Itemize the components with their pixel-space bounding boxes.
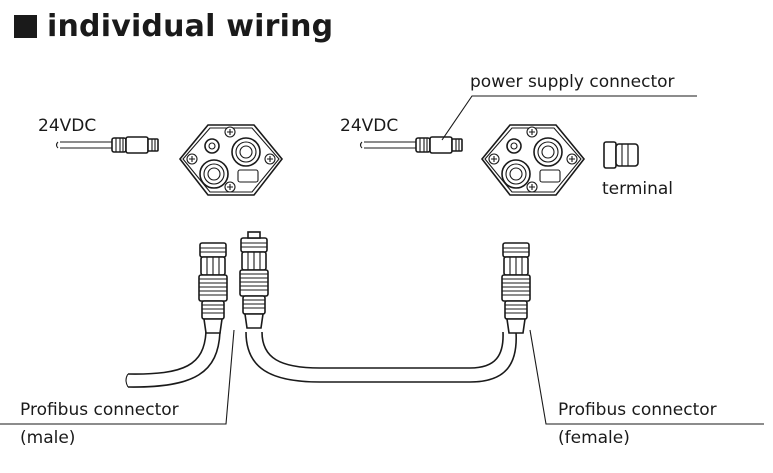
profibus-right-label: Profibus connector (558, 400, 717, 420)
page-title: individual wiring (14, 6, 333, 46)
power-supply-leader (441, 95, 697, 141)
title-square-icon (14, 14, 37, 38)
profibus-left-connector-icon (198, 242, 228, 334)
left-hexagon-module-icon (179, 124, 283, 196)
profibus-male-connector-icon (239, 231, 269, 329)
right-hexagon-module-icon (481, 124, 585, 196)
profibus-right-sublabel: (female) (558, 428, 630, 448)
left-outgoing-cable (125, 331, 221, 388)
profibus-right-leader (529, 329, 764, 425)
title-text: individual wiring (47, 8, 334, 44)
right-power-cable (359, 141, 416, 149)
voltage-label-left: 24VDC (38, 116, 97, 136)
profibus-female-connector-icon (501, 242, 531, 334)
right-power-connector-icon (415, 136, 463, 154)
voltage-label-right: 24VDC (340, 116, 399, 136)
profibus-left-label: Profibus connector (20, 400, 179, 420)
terminal-icon (603, 141, 639, 169)
profibus-left-leader (0, 329, 235, 425)
terminal-label: terminal (602, 179, 674, 199)
power-supply-connector-label: power supply connector (470, 72, 675, 92)
left-power-connector-icon (111, 136, 159, 154)
profibus-left-sublabel: (male) (20, 428, 76, 448)
left-power-cable (55, 141, 112, 149)
link-cable (245, 331, 517, 383)
